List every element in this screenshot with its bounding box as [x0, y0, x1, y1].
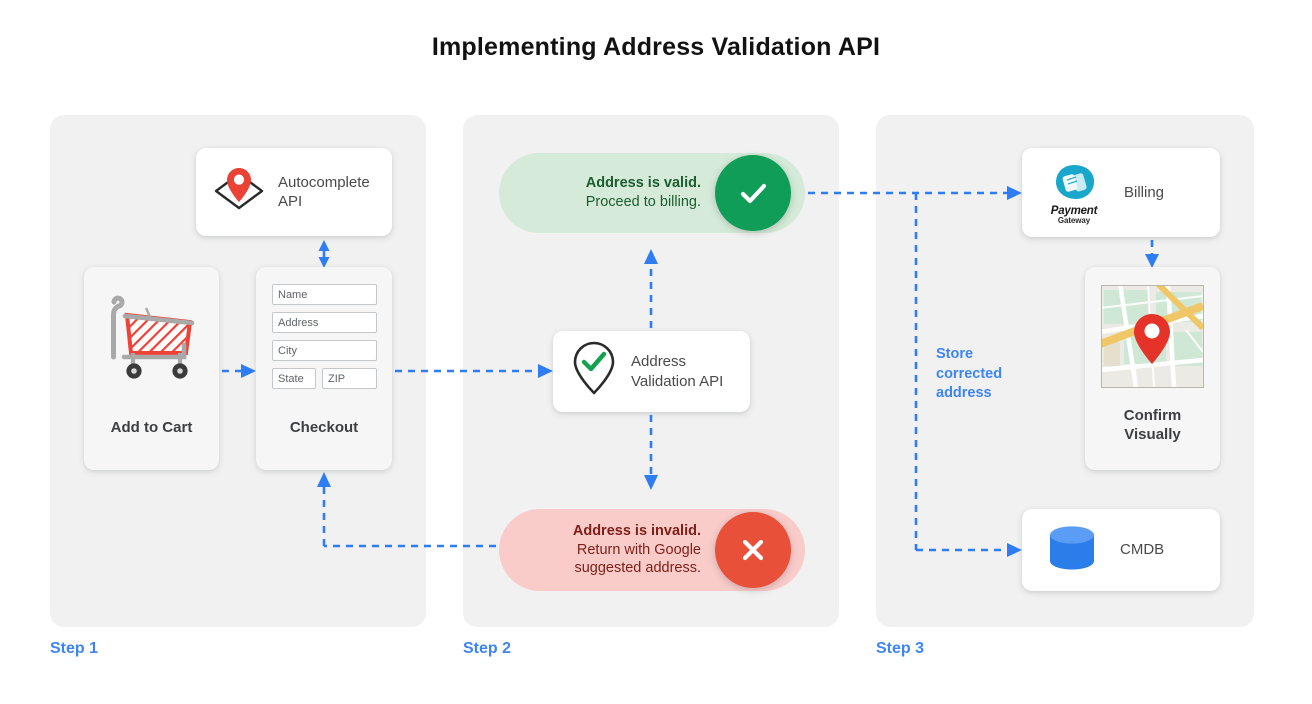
autocomplete-api-label: Autocomplete API: [278, 173, 370, 211]
step-2-label: Step 2: [463, 640, 512, 657]
address-valid-text: Address is valid. Proceed to billing.: [585, 175, 701, 210]
check-icon: [715, 155, 791, 231]
address-invalid-pill: Address is invalid. Return with Google s…: [499, 509, 805, 591]
address-valid-pill: Address is valid. Proceed to billing.: [499, 153, 805, 233]
payment-gateway-icon: Payment Gateway: [1038, 161, 1110, 225]
database-icon: [1044, 521, 1100, 580]
cmdb-label: CMDB: [1120, 541, 1165, 559]
map-thumbnail-icon: [1101, 285, 1204, 388]
autocomplete-api-card[interactable]: Autocomplete API: [196, 148, 392, 236]
name-field[interactable]: Name: [272, 284, 377, 305]
payment-gateway-name: Payment: [1050, 204, 1098, 217]
billing-card[interactable]: Payment Gateway Billing: [1022, 148, 1220, 237]
cmdb-card[interactable]: CMDB: [1022, 509, 1220, 591]
checkout-form: Name Address City State ZIP: [272, 284, 377, 389]
checkout-card[interactable]: Name Address City State ZIP Checkout: [256, 267, 392, 470]
confirm-visually-label: Confirm Visually: [1123, 407, 1182, 443]
step-3-label: Step 3: [876, 640, 925, 657]
address-validation-api-label: Address Validation API: [631, 353, 724, 390]
map-pin-diamond-icon: [210, 164, 268, 221]
store-corrected-address-note: Store corrected address: [936, 346, 1003, 402]
checkout-label: Checkout: [289, 419, 359, 436]
confirm-visually-card[interactable]: Confirm Visually: [1085, 267, 1220, 470]
page-title: Implementing Address Validation API: [431, 33, 881, 61]
shopping-cart-icon: [84, 285, 219, 385]
step-1-label: Step 1: [50, 640, 99, 657]
address-invalid-text: Address is invalid. Return with Google s…: [572, 523, 701, 577]
state-field[interactable]: State: [272, 368, 316, 389]
close-icon: [715, 512, 791, 588]
add-to-cart-label: Add to Cart: [110, 419, 193, 436]
billing-label: Billing: [1124, 183, 1165, 201]
address-field[interactable]: Address: [272, 312, 377, 333]
city-field[interactable]: City: [272, 340, 377, 361]
payment-gateway-sub: Gateway: [1057, 215, 1091, 225]
address-validation-api-card[interactable]: Address Validation API: [553, 331, 750, 412]
map-pin-check-icon: [569, 340, 619, 403]
zip-field[interactable]: ZIP: [322, 368, 377, 389]
add-to-cart-card[interactable]: Add to Cart: [84, 267, 219, 470]
